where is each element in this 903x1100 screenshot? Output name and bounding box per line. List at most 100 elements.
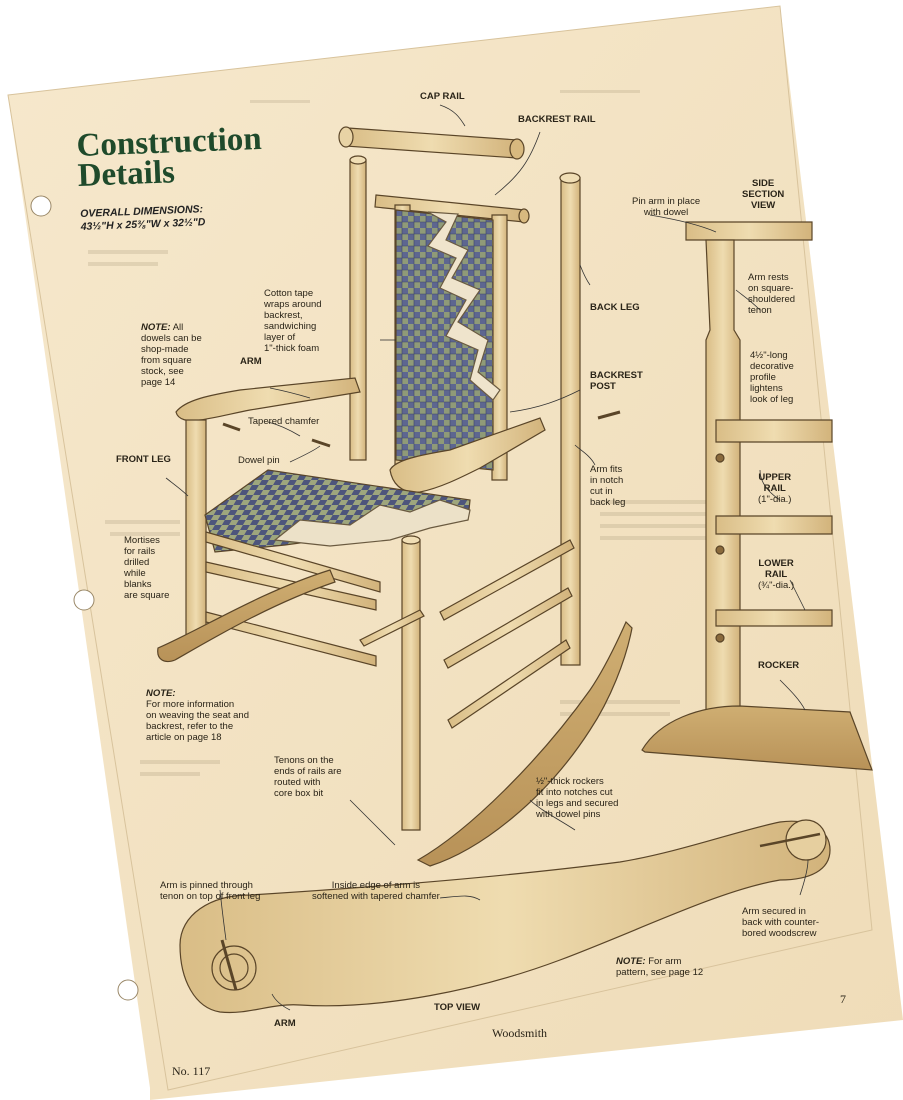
arm-fits-line: back leg — [590, 497, 626, 508]
cap-rail-callout: CAP RAIL — [420, 91, 465, 102]
back-leg-left — [349, 159, 367, 461]
note-weaving: NOTE: For more information on weaving th… — [146, 688, 249, 743]
side-section-title-line: VIEW — [750, 200, 776, 211]
note-line: dowels can be — [141, 333, 202, 344]
side-section-title-line: SIDE — [752, 178, 775, 189]
note-line: page 14 — [141, 377, 176, 388]
tenons-callout: Tenons on the ends of rails are routed w… — [274, 755, 342, 799]
top-view-note: NOTE: For arm pattern, see page 12 — [616, 956, 703, 978]
rockers-callout: ½"-thick rockers fit into notches cut in… — [536, 776, 618, 820]
arm-label: ARM — [274, 1018, 296, 1029]
mortises-line: are square — [124, 590, 170, 601]
note-line: pattern, see page 12 — [616, 967, 704, 978]
upper-rail-line: UPPER — [758, 472, 792, 483]
backrest-post-line-2: POST — [590, 381, 616, 392]
inside-edge-line: softened with tapered chamfer — [312, 891, 440, 902]
note-line: stock, see — [141, 366, 184, 377]
page-number: 7 — [840, 992, 846, 1006]
back-leg-callout: BACK LEG — [590, 302, 640, 313]
mortises-line: drilled — [124, 557, 150, 568]
cotton-tape-line: backrest, — [264, 310, 303, 321]
mortises-line: while — [124, 568, 146, 579]
publication-name: Woodsmith — [492, 1026, 548, 1040]
top-view-arm — [179, 819, 831, 1014]
mortises-callout: Mortises for rails drilled while blanks … — [124, 535, 169, 601]
profile-callout: 4½"-long decorative profile lightens loo… — [750, 350, 794, 405]
arm-pinned-line: Arm is pinned through — [160, 880, 253, 891]
note-line: article on page 18 — [146, 732, 222, 743]
pin-arm-callout: Pin arm in place with dowel — [632, 196, 700, 218]
dowel-pin-callout: Dowel pin — [238, 455, 280, 466]
profile-line: 4½"-long — [750, 350, 788, 361]
backrest-weave — [395, 209, 494, 471]
tenons-line: Tenons on the — [274, 755, 334, 766]
issue-number: No. 117 — [172, 1064, 211, 1078]
rockers-line: ½"-thick rockers — [536, 776, 604, 787]
note-label: NOTE: — [616, 956, 646, 967]
mortises-line: blanks — [124, 579, 152, 590]
rockers-line: in legs and secured — [536, 798, 619, 809]
right-arm — [389, 417, 546, 493]
arm-rests-line: tenon — [748, 305, 772, 316]
arm-fits-line: cut in — [590, 486, 613, 497]
note-label: NOTE: — [146, 688, 176, 699]
note-line: All — [172, 322, 184, 333]
backrest-post-callout: BACKREST POST — [590, 370, 643, 392]
left-rocker — [157, 569, 336, 663]
inside-edge-line: Inside edge of arm is — [331, 880, 420, 891]
note-label: NOTE: — [141, 322, 171, 333]
arm-fits-line: in notch — [590, 475, 624, 486]
front-leg-callout: FRONT LEG — [116, 454, 171, 465]
rocker-callout: ROCKER — [758, 660, 800, 671]
note-line: from square — [141, 355, 192, 366]
side-section-title: SIDE SECTION VIEW — [742, 178, 784, 211]
profile-line: decorative — [750, 361, 794, 372]
arm-secured-line: Arm secured in — [742, 906, 806, 917]
arm-pinned-callout: Arm is pinned through tenon on top of fr… — [160, 880, 260, 902]
note-line: For more information — [146, 699, 235, 710]
arm-fits-line: Arm fits — [590, 464, 623, 475]
right-rocker — [416, 620, 633, 867]
side-section-title-line: SECTION — [742, 189, 785, 200]
arm-secured-line: back with counter- — [742, 917, 820, 928]
cotton-tape-line: layer of — [264, 332, 296, 343]
tenons-line: ends of rails are — [274, 766, 342, 777]
mortises-line: for rails — [124, 546, 156, 557]
cotton-tape-line: 1"-thick foam — [264, 343, 320, 354]
tenons-line: routed with — [274, 777, 321, 788]
profile-line: look of leg — [750, 394, 794, 405]
note-line: shop-made — [141, 344, 189, 355]
lower-rail-line: (¾"-dia.) — [758, 580, 795, 591]
upper-rail-line: RAIL — [763, 483, 786, 494]
arm-pinned-line: tenon on top of front leg — [160, 891, 261, 902]
pin-arm-line: Pin arm in place — [632, 196, 701, 207]
profile-line: profile — [750, 372, 776, 383]
lower-rail-line: RAIL — [764, 569, 788, 580]
upper-rail-line: (1"-dia.) — [758, 494, 792, 505]
backrest-post-line-1: BACKREST — [590, 370, 643, 381]
arm-rests-line: Arm rests — [748, 272, 789, 283]
page-title: Construction Details — [76, 121, 263, 194]
lower-rail-callout: LOWER RAIL (¾"-dia.) — [758, 558, 794, 591]
cotton-tape-line: Cotton tape — [264, 288, 314, 299]
note-dowels: NOTE: All dowels can be shop-made from s… — [141, 322, 202, 388]
front-leg-right — [401, 539, 421, 831]
rockers-line: fit into notches cut — [536, 787, 613, 798]
arm-secured-callout: Arm secured in back with counter- bored … — [742, 906, 819, 939]
mortises-line: Mortises — [124, 535, 160, 546]
cotton-tape-line: wraps around — [264, 299, 322, 310]
note-line: For arm — [648, 956, 682, 967]
profile-line: lightens — [750, 383, 783, 394]
arm-secured-line: bored woodscrew — [742, 928, 817, 939]
cotton-tape-line: sandwiching — [264, 321, 317, 332]
cotton-tape-callout: Cotton tape wraps around backrest, sandw… — [264, 288, 322, 354]
tenons-line: core box bit — [274, 788, 324, 799]
leader-lines — [165, 104, 809, 1011]
inside-edge-callout: Inside edge of arm is softened with tape… — [312, 880, 440, 902]
overall-dimensions: OVERALL DIMENSIONS: 43½"H x 25⅜"W x 32½"… — [80, 203, 206, 234]
arm-callout: ARM — [240, 356, 262, 367]
tapered-chamfer-callout: Tapered chamfer — [248, 416, 320, 427]
upper-rail-callout: UPPER RAIL (1"-dia.) — [758, 472, 791, 505]
